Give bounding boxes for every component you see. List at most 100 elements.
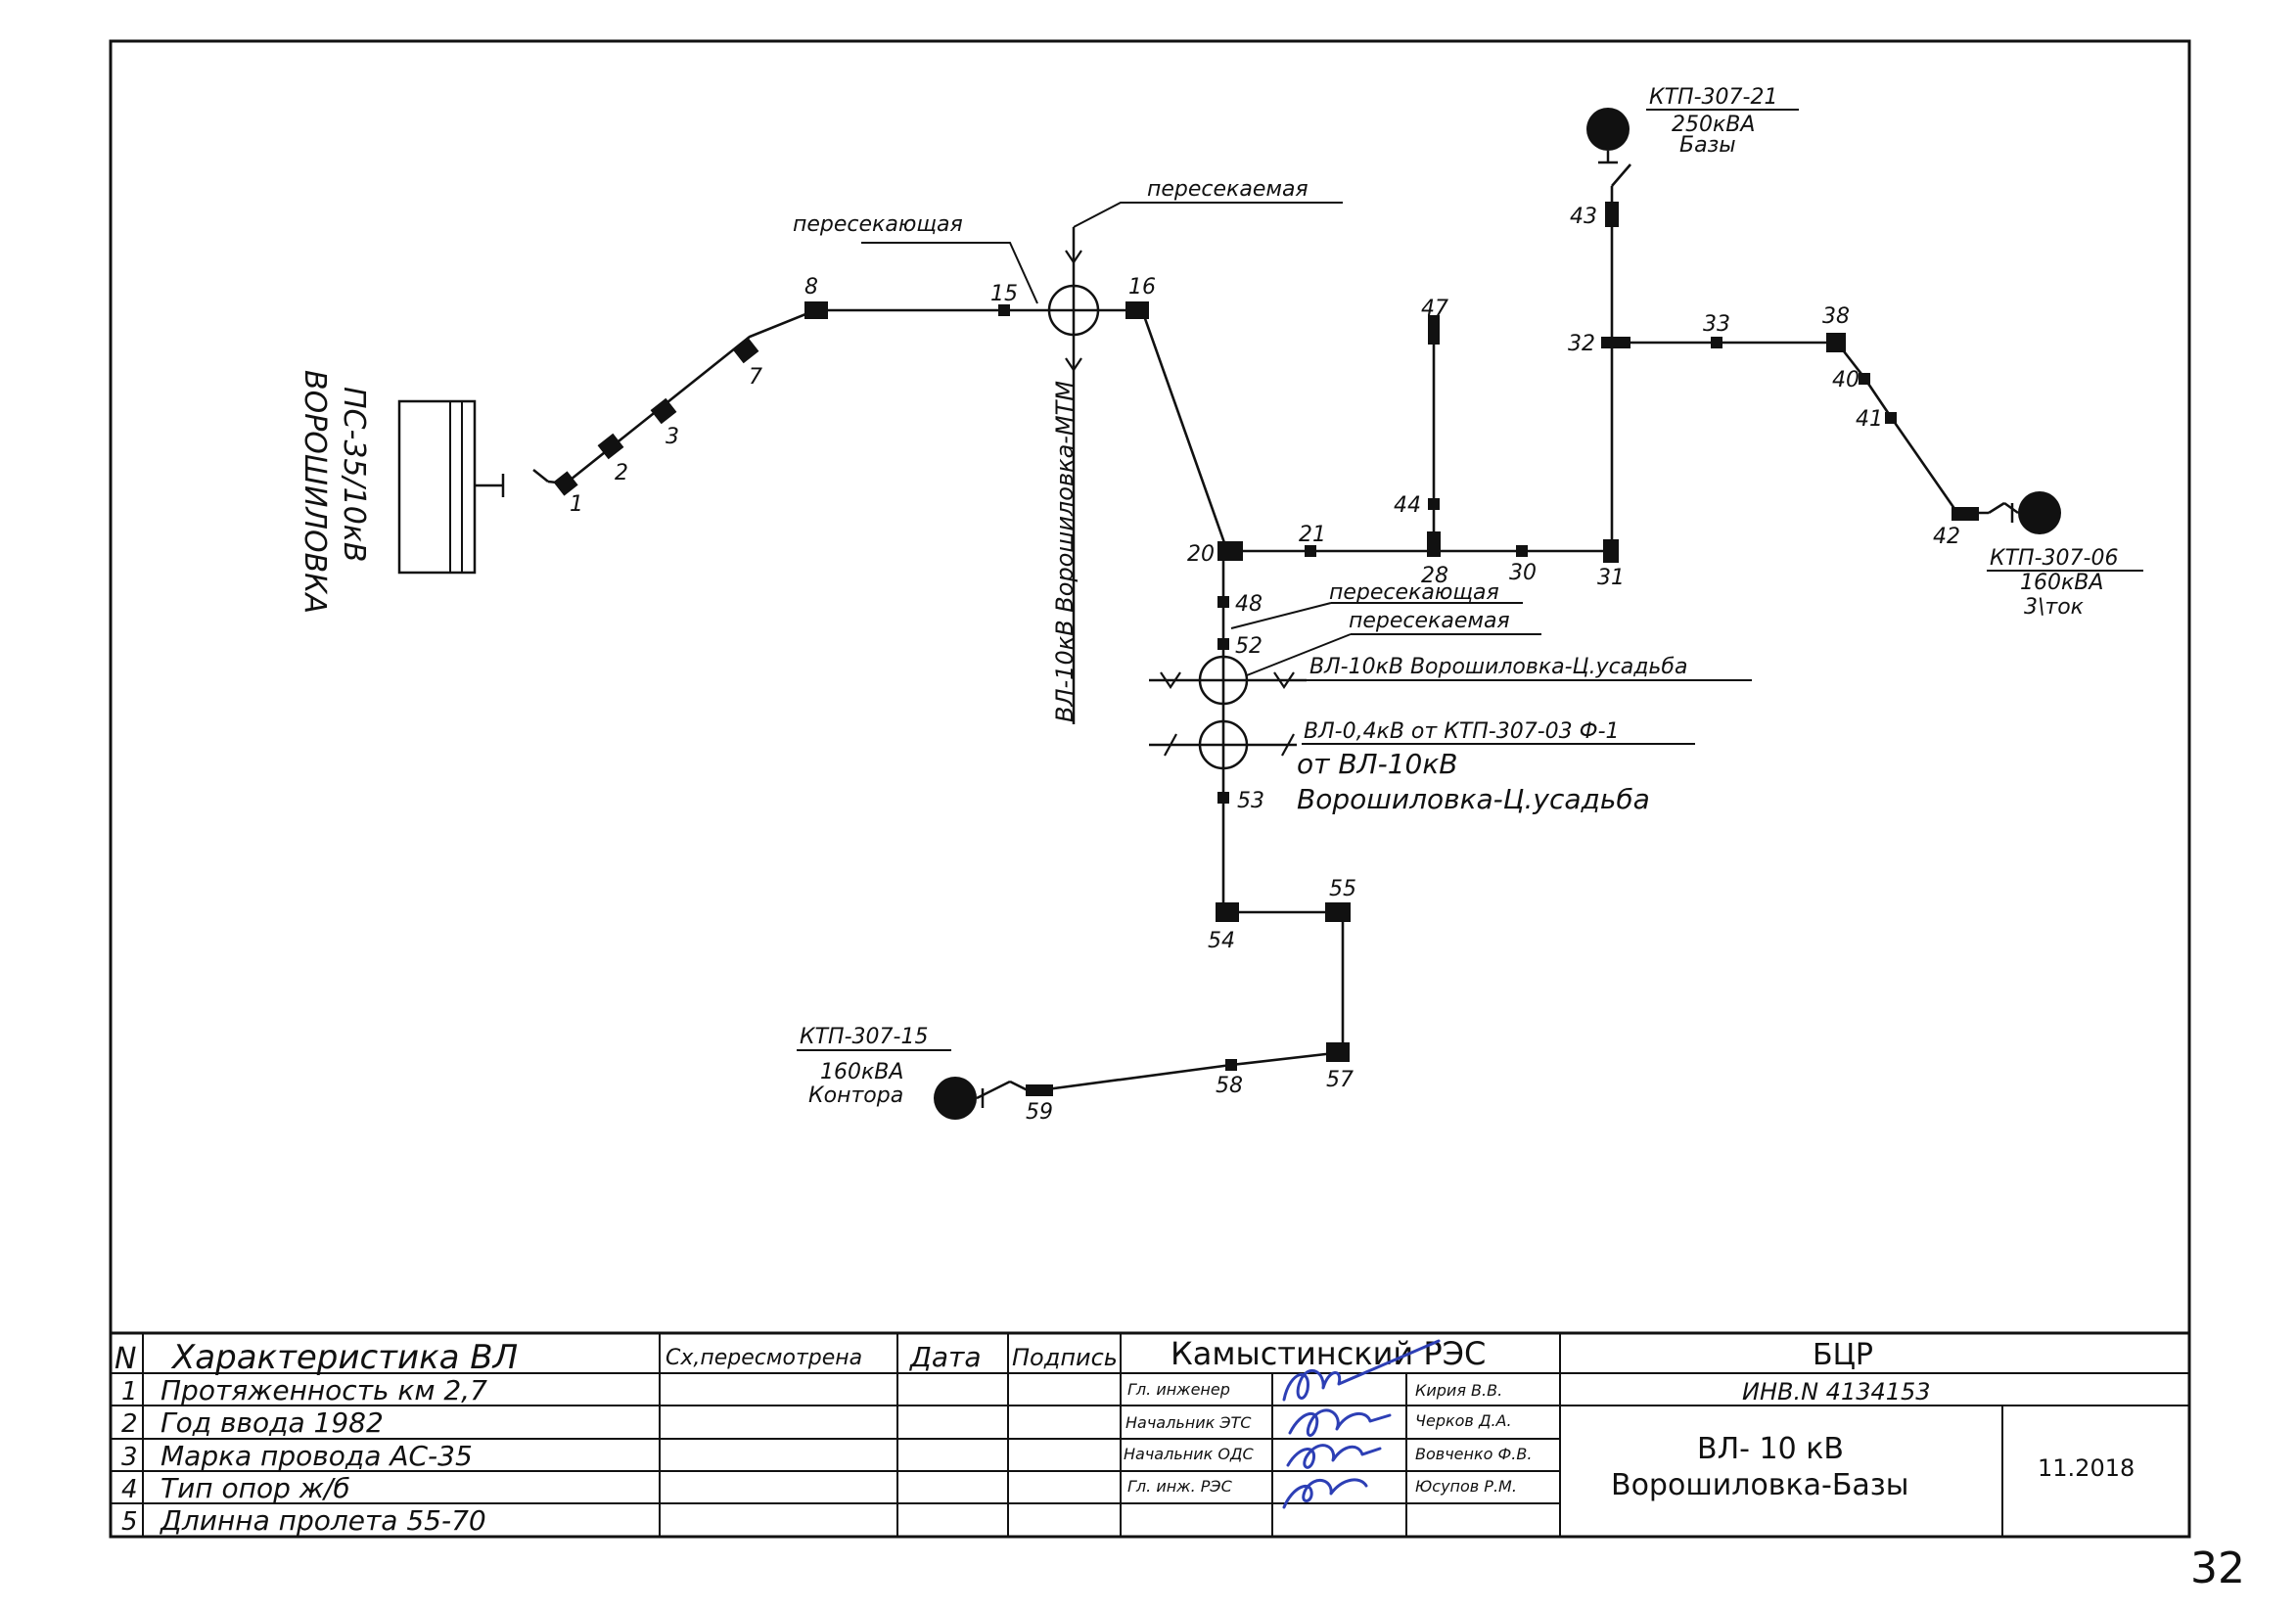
- row-2-text: Год ввода 1982: [161, 1406, 384, 1439]
- line-name-1: ВЛ- 10 кВ: [1697, 1432, 1844, 1466]
- staff-3-role: Начальник ОДС: [1124, 1445, 1254, 1463]
- staff-4-role: Гл. инж. РЭС: [1127, 1477, 1233, 1496]
- col-date-header: Дата: [908, 1341, 982, 1373]
- poles: [553, 202, 1979, 1096]
- pole-number-38: 38: [1822, 304, 1850, 329]
- pole-58[interactable]: [1225, 1059, 1237, 1071]
- signature-2: [1288, 1408, 1392, 1438]
- row-5-number: 5: [121, 1507, 138, 1537]
- col-n-header: N: [115, 1342, 136, 1376]
- label-crossing-mid: пересекающая: [1329, 580, 1499, 605]
- pole-59[interactable]: [1026, 1084, 1053, 1096]
- pole-number-30: 30: [1509, 561, 1537, 585]
- row-4-number: 4: [121, 1475, 138, 1504]
- pole-number-47: 47: [1421, 297, 1448, 321]
- pole-30[interactable]: [1516, 545, 1528, 557]
- pole-number-1: 1: [570, 492, 583, 517]
- pole-8[interactable]: [804, 301, 828, 319]
- row-3-text: Марка провода АС-35: [161, 1440, 473, 1472]
- pole-number-58: 58: [1216, 1074, 1243, 1098]
- pole-1[interactable]: [553, 471, 578, 496]
- pole-15[interactable]: [998, 304, 1010, 316]
- drawing-frame: [109, 39, 2191, 1539]
- pole-33[interactable]: [1711, 337, 1722, 348]
- substation-name: ПС-35/10кВ: [337, 387, 371, 563]
- signature-3: [1286, 1444, 1382, 1469]
- pole-52[interactable]: [1217, 638, 1229, 650]
- row-1-number: 1: [121, 1377, 138, 1406]
- feeder-line-substation: [565, 308, 1005, 485]
- pole-3[interactable]: [650, 397, 677, 425]
- ktp-21-name: КТП-307-21: [1649, 85, 1777, 110]
- pole-number-44: 44: [1394, 493, 1421, 518]
- pole-42[interactable]: [1952, 507, 1979, 521]
- crossed-line-b-line2: от ВЛ-10кВ: [1297, 748, 1457, 780]
- pole-2[interactable]: [597, 433, 624, 460]
- transformer-ktp-06[interactable]: КТП-307-06 160кВА 3\ток: [1987, 491, 2143, 620]
- drawing-date: 11.2018: [2038, 1454, 2135, 1482]
- pole-38[interactable]: [1826, 333, 1846, 352]
- pole-number-20: 20: [1187, 542, 1215, 567]
- pole-number-52: 52: [1235, 634, 1263, 659]
- ktp-15-name: КТП-307-15: [800, 1025, 928, 1049]
- staff-2-role: Начальник ЭТС: [1125, 1413, 1252, 1432]
- pole-number-54: 54: [1208, 929, 1235, 953]
- pole-number-42: 42: [1933, 525, 1960, 549]
- pole-number-15: 15: [990, 282, 1018, 306]
- label-crossed-top: пересекаемая: [1147, 177, 1309, 202]
- row-3-number: 3: [121, 1443, 138, 1472]
- staff-1-role: Гл. инженер: [1127, 1380, 1230, 1399]
- pole-40[interactable]: [1859, 373, 1870, 385]
- pole-48[interactable]: [1217, 596, 1229, 608]
- title-block: [109, 1331, 2191, 1539]
- line-name-2: Ворошиловка-Базы: [1611, 1468, 1908, 1502]
- pole-number-28: 28: [1421, 564, 1448, 588]
- pole-47[interactable]: [1428, 315, 1440, 345]
- pole-31[interactable]: [1603, 539, 1619, 563]
- pole-number-3: 3: [666, 425, 679, 449]
- crossed-line-b-line3: Ворошиловка-Ц.усадьба: [1297, 783, 1650, 815]
- pole-number-48: 48: [1235, 592, 1263, 617]
- pole-number-32: 32: [1568, 332, 1595, 356]
- pole-54[interactable]: [1216, 902, 1239, 922]
- pole-number-21: 21: [1299, 523, 1326, 547]
- pole-7[interactable]: [732, 337, 759, 364]
- signature-1: [1282, 1339, 1441, 1402]
- org-name: Камыстинский РЭС: [1171, 1335, 1486, 1372]
- label-crossed-mid: пересекаемая: [1349, 609, 1510, 633]
- pole-44[interactable]: [1428, 498, 1440, 510]
- staff-2-name: Черков Д.А.: [1415, 1411, 1512, 1430]
- col-sign-header: Подпись: [1012, 1344, 1118, 1371]
- pole-55[interactable]: [1325, 902, 1351, 922]
- inventory-number: ИНВ.N 4134153: [1742, 1378, 1931, 1406]
- pole-numbers: 1 2 3 7 8 15 16 20 21 28 30 31 32 33 38 …: [570, 205, 1960, 1125]
- pole-number-7: 7: [749, 365, 762, 390]
- pole-20[interactable]: [1217, 541, 1243, 561]
- pole-21[interactable]: [1305, 545, 1316, 557]
- pole-43[interactable]: [1605, 202, 1619, 227]
- crossing-a: ВЛ-10кВ Ворошиловка-Ц.усадьба пересекающ…: [1149, 580, 1752, 706]
- crossed-line-a-label: ВЛ-10кВ Ворошиловка-Ц.усадьба: [1309, 655, 1687, 679]
- crossing-vertical-line-label: ВЛ-10кВ Ворошиловка-МТМ: [1051, 381, 1079, 722]
- pole-number-2: 2: [615, 461, 628, 485]
- crossing-b: ВЛ-0,4кВ от КТП-307-03 Ф-1 от ВЛ-10кВ Во…: [1149, 719, 1695, 815]
- crossed-line-b-line1: ВЛ-0,4кВ от КТП-307-03 Ф-1: [1304, 719, 1620, 744]
- sheet-number: 32: [2190, 1544, 2245, 1593]
- pole-32[interactable]: [1601, 337, 1630, 348]
- transformer-ktp-15[interactable]: КТП-307-15 160кВА Контора: [797, 1025, 1011, 1120]
- pole-28[interactable]: [1427, 531, 1441, 557]
- pole-16[interactable]: [1125, 301, 1149, 319]
- ktp-15-note: Контора: [808, 1083, 903, 1108]
- pole-57[interactable]: [1326, 1042, 1350, 1062]
- pole-53[interactable]: [1217, 792, 1229, 804]
- pole-41[interactable]: [1885, 412, 1897, 424]
- label-crossing-top: пересекающая: [793, 212, 963, 237]
- ktp-06-note: 3\ток: [2024, 595, 2085, 620]
- staff-3-name: Вовченко Ф.В.: [1415, 1445, 1532, 1463]
- pole-number-31: 31: [1597, 566, 1625, 590]
- pole-number-33: 33: [1703, 312, 1730, 337]
- transformer-ktp-21[interactable]: КТП-307-21 250кВА Базы: [1586, 85, 1799, 164]
- pole-number-40: 40: [1832, 368, 1860, 392]
- row-2-number: 2: [121, 1409, 138, 1439]
